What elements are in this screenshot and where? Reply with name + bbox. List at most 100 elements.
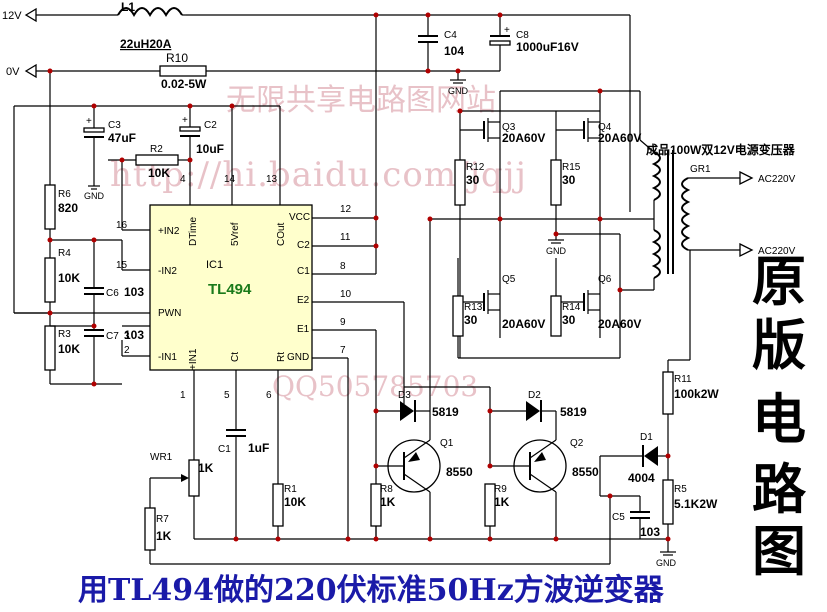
resistor-r12: R12 30 xyxy=(454,159,485,206)
svg-text:-IN2: -IN2 xyxy=(158,266,177,277)
svg-text:9: 9 xyxy=(340,317,346,328)
svg-text:20A60V: 20A60V xyxy=(598,131,641,145)
svg-text:R6: R6 xyxy=(58,189,71,200)
svg-text:20A60V: 20A60V xyxy=(598,317,641,331)
svg-text:C1: C1 xyxy=(218,444,231,455)
svg-text:12V: 12V xyxy=(2,10,22,22)
resistor-r11: R11 100k2W xyxy=(662,360,719,480)
svg-text:103: 103 xyxy=(124,285,144,299)
svg-text:1K: 1K xyxy=(198,461,214,475)
capacitor-c8: + C8 1000uF16V xyxy=(489,15,579,60)
svg-text:+: + xyxy=(182,115,188,126)
svg-text:16: 16 xyxy=(116,220,128,231)
junction-dots xyxy=(47,12,671,542)
resistor-r2: R2 10K xyxy=(108,144,191,231)
transformer-label: 成品100W双12V电源变压器 xyxy=(646,142,796,157)
svg-text:1000uF16V: 1000uF16V xyxy=(516,40,579,54)
svg-text:3: 3 xyxy=(124,331,130,342)
svg-text:R13: R13 xyxy=(464,302,483,313)
stamp-char-5: 图 xyxy=(752,520,806,583)
svg-text:Q3: Q3 xyxy=(502,122,516,133)
svg-text:103: 103 xyxy=(640,525,660,539)
svg-text:10K: 10K xyxy=(284,495,306,509)
svg-text:Q6: Q6 xyxy=(598,274,612,285)
mosfet-q3: Q3 20A60V xyxy=(460,118,545,145)
svg-text:103: 103 xyxy=(124,328,144,342)
svg-text:R4: R4 xyxy=(58,248,71,259)
svg-text:+: + xyxy=(504,25,510,36)
svg-text:100k2W: 100k2W xyxy=(674,387,719,401)
svg-text:VCC: VCC xyxy=(289,212,310,223)
resistor-r7: R7 1K xyxy=(144,507,172,564)
svg-text:20A60V: 20A60V xyxy=(502,131,545,145)
output-ac-1: AC220V xyxy=(739,170,796,186)
svg-text:5819: 5819 xyxy=(560,405,587,419)
svg-text:+IN1: +IN1 xyxy=(188,348,199,370)
resistor-r8: R8 1K xyxy=(370,483,396,527)
svg-text:DTime: DTime xyxy=(188,216,199,246)
resistor-r15: R15 30 xyxy=(550,159,581,206)
svg-text:GND: GND xyxy=(656,558,677,568)
ic-tl494: +IN2 -IN2 PWN -IN1 16 15 3 2 VCC C2 C1 E… xyxy=(116,174,352,401)
svg-text:2: 2 xyxy=(124,345,130,356)
resistor-r5: R5 5.1K2W xyxy=(662,479,718,552)
ground-bridge: GND xyxy=(546,234,567,256)
svg-text:AC220V: AC220V xyxy=(758,246,796,257)
svg-text:Rt: Rt xyxy=(276,352,287,362)
resistor-r1: R1 10K xyxy=(272,483,306,539)
svg-text:0V: 0V xyxy=(6,66,20,78)
svg-text:104: 104 xyxy=(444,44,464,58)
svg-text:D3: D3 xyxy=(398,390,411,401)
svg-text:R9: R9 xyxy=(494,484,507,495)
svg-text:1K: 1K xyxy=(156,529,172,543)
svg-text:5Vref: 5Vref xyxy=(230,222,241,246)
transistor-q1: Q1 8550 xyxy=(376,438,473,539)
svg-text:6: 6 xyxy=(266,390,272,401)
svg-text:IC1: IC1 xyxy=(206,259,223,271)
svg-text:8550: 8550 xyxy=(572,465,599,479)
svg-text:10K: 10K xyxy=(58,271,80,285)
svg-text:0.02-5W: 0.02-5W xyxy=(161,77,207,91)
svg-text:C2: C2 xyxy=(297,240,310,251)
svg-text:15: 15 xyxy=(116,260,128,271)
svg-text:Q4: Q4 xyxy=(598,122,612,133)
svg-text:C5: C5 xyxy=(612,512,625,523)
resistor-r3: R3 10K xyxy=(44,325,80,384)
svg-text:+: + xyxy=(86,116,92,127)
svg-text:L1: L1 xyxy=(121,0,135,14)
diagram-caption: 用TL494做的220伏标准50Hz方波逆变器 xyxy=(78,573,665,608)
svg-text:D1: D1 xyxy=(640,432,653,443)
svg-text:1uF: 1uF xyxy=(248,441,269,455)
svg-text:PWN: PWN xyxy=(158,308,181,319)
svg-text:-IN1: -IN1 xyxy=(158,352,177,363)
svg-text:C2: C2 xyxy=(204,120,217,131)
svg-text:C6: C6 xyxy=(106,288,119,299)
svg-text:10K: 10K xyxy=(148,166,170,180)
svg-text:R10: R10 xyxy=(166,51,188,65)
svg-text:8: 8 xyxy=(340,261,346,272)
diode-d3: D3 5819 xyxy=(376,390,459,422)
svg-text:8550: 8550 xyxy=(446,465,473,479)
svg-text:GND: GND xyxy=(546,246,567,256)
svg-text:Ct: Ct xyxy=(230,352,241,362)
stamp-char-4: 路 xyxy=(752,458,807,521)
transformer-gr1: GR1 xyxy=(620,91,740,291)
mosfet-q6: Q6 20A60V xyxy=(556,274,641,331)
svg-text:R12: R12 xyxy=(466,162,485,173)
svg-text:GR1: GR1 xyxy=(690,164,711,175)
svg-text:C1: C1 xyxy=(297,266,310,277)
svg-text:11: 11 xyxy=(340,232,351,243)
resistor-r14: R14 30 xyxy=(550,295,581,337)
transistor-q2: Q2 8550 xyxy=(490,438,599,539)
svg-text:+IN2: +IN2 xyxy=(158,226,180,237)
capacitor-c4: C4 104 xyxy=(418,15,464,71)
svg-text:R11: R11 xyxy=(674,374,692,385)
stamp-char-1: 原 xyxy=(752,250,806,313)
watermark-site-name: 无限共享电路图网站 xyxy=(226,83,496,118)
svg-text:1K: 1K xyxy=(494,495,510,509)
svg-text:10: 10 xyxy=(340,289,352,300)
svg-text:5: 5 xyxy=(224,390,230,401)
svg-text:30: 30 xyxy=(562,173,576,187)
capacitor-c5: C5 103 xyxy=(612,496,660,539)
svg-text:47uF: 47uF xyxy=(108,131,136,145)
